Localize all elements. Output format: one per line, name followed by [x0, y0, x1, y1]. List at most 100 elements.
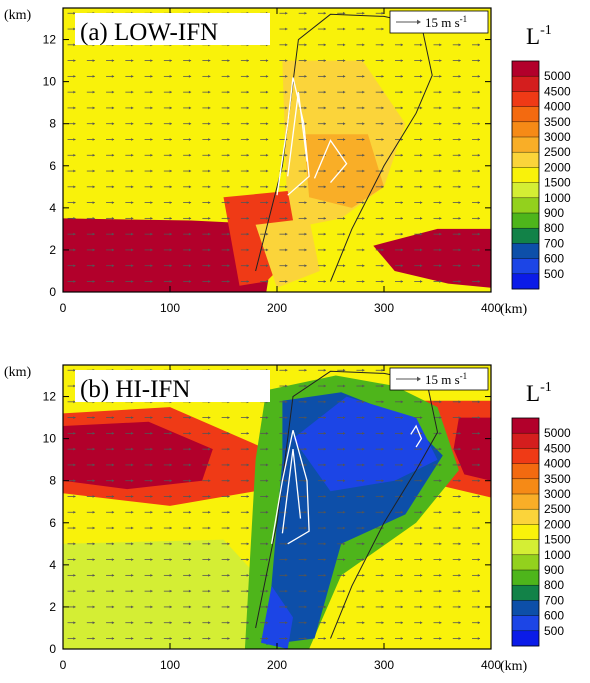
- wind-arrowhead: [227, 153, 230, 157]
- wind-arrowhead: [227, 122, 230, 126]
- wind-arrowhead: [477, 185, 481, 189]
- wind-arrowhead: [477, 138, 481, 141]
- wind-arrowhead: [188, 542, 192, 546]
- wind-arrowhead: [227, 106, 230, 110]
- wind-arrowhead: [265, 248, 269, 252]
- wind-arrowhead: [265, 138, 269, 141]
- wind-arrowhead: [111, 589, 115, 593]
- wind-arrowhead: [304, 201, 307, 204]
- wind-arrowhead: [285, 637, 288, 640]
- wind-arrowhead: [246, 153, 249, 157]
- wind-arrowhead: [73, 447, 76, 451]
- colorbar-swatch: [512, 228, 539, 244]
- wind-arrowhead: [131, 138, 134, 141]
- wind-arrowhead: [92, 463, 95, 467]
- wind-vectors: [67, 11, 481, 283]
- wind-arrowhead: [265, 153, 269, 157]
- wind-arrowhead: [246, 416, 249, 419]
- wind-arrowhead: [92, 248, 95, 252]
- wind-arrowhead: [381, 106, 384, 110]
- wind-arrowhead: [477, 510, 481, 514]
- wind-arrowhead: [477, 248, 481, 252]
- wind-arrowhead: [458, 447, 461, 451]
- wind-arrowhead: [246, 431, 249, 435]
- wind-arrowhead: [420, 138, 423, 141]
- wind-arrowhead: [131, 495, 134, 498]
- wind-arrowhead: [92, 90, 95, 94]
- wind-arrowhead: [400, 447, 403, 451]
- wind-arrowhead: [439, 248, 442, 252]
- wind-arrowhead: [208, 558, 211, 561]
- wind-arrowhead: [323, 11, 326, 15]
- wind-arrowhead: [246, 542, 249, 546]
- wind-arrowhead: [111, 90, 115, 94]
- wind-arrowhead: [323, 43, 326, 47]
- wind-arrowhead: [227, 573, 230, 577]
- wind-arrowhead: [265, 90, 269, 94]
- wind-arrowhead: [73, 510, 76, 514]
- wind-arrowhead: [246, 232, 249, 236]
- wind-arrowhead: [323, 264, 326, 268]
- wind-arrowhead: [439, 264, 442, 268]
- wind-arrowhead: [477, 153, 481, 157]
- wind-arrowhead: [304, 400, 307, 404]
- wind-arrowhead: [246, 621, 249, 625]
- wind-arrowhead: [285, 526, 288, 530]
- wind-arrowhead: [150, 589, 153, 593]
- wind-arrowhead: [92, 216, 95, 220]
- wind-arrowhead: [150, 169, 153, 173]
- wind-arrowhead: [131, 90, 134, 94]
- wind-arrowhead: [343, 27, 346, 31]
- wind-arrowhead: [111, 106, 115, 110]
- wind-arrowhead: [323, 431, 326, 435]
- wind-arrowhead: [73, 106, 76, 110]
- wind-arrowhead: [208, 621, 211, 625]
- wind-arrowhead: [265, 59, 269, 62]
- wind-arrowhead: [285, 185, 288, 189]
- wind-arrowhead: [227, 605, 230, 609]
- wind-arrowhead: [420, 106, 423, 110]
- wind-arrowhead: [323, 138, 326, 141]
- wind-arrowhead: [169, 264, 172, 268]
- wind-arrowhead: [439, 153, 442, 157]
- wind-arrowhead: [208, 589, 211, 593]
- wind-arrowhead: [400, 542, 403, 546]
- wind-arrowhead: [304, 264, 307, 268]
- colorbar-level-label: 500: [544, 267, 564, 281]
- wind-arrowhead: [150, 280, 153, 283]
- wind-arrowhead: [439, 495, 442, 498]
- wind-arrowhead: [420, 201, 423, 204]
- wind-arrowhead: [285, 153, 288, 157]
- colorbar-title-sup: -1: [540, 380, 552, 395]
- wind-arrowhead: [285, 605, 288, 609]
- colorbar-swatch: [512, 273, 539, 290]
- wind-arrowhead: [265, 169, 269, 173]
- wind-arrowhead: [420, 479, 423, 483]
- wind-arrowhead: [343, 416, 346, 419]
- wind-arrowhead: [381, 495, 384, 498]
- wind-arrowhead: [400, 400, 403, 404]
- wind-arrowhead: [323, 589, 326, 593]
- wind-arrowhead: [150, 510, 153, 514]
- wind-arrowhead: [400, 589, 403, 593]
- colorbar-frame: [511, 417, 540, 647]
- white-contour-2: [410, 424, 423, 448]
- wind-arrowhead: [285, 122, 288, 126]
- colorbar-swatch: [512, 197, 539, 214]
- wind-arrowhead: [420, 74, 423, 78]
- panel-label: (b) HI-IFN: [80, 376, 190, 403]
- wind-arrowhead: [362, 526, 365, 530]
- wind-arrowhead: [420, 510, 423, 514]
- colorbar-level-label: 5000: [544, 69, 571, 83]
- wind-arrowhead: [343, 400, 346, 404]
- wind-arrowhead: [458, 510, 461, 514]
- wind-arrowhead: [150, 463, 153, 467]
- wind-arrowhead: [169, 542, 172, 546]
- wind-arrowhead: [323, 122, 326, 126]
- wind-arrowhead: [458, 169, 461, 173]
- wind-arrowhead: [439, 90, 442, 94]
- wind-arrowhead: [92, 447, 95, 451]
- wind-arrowhead: [439, 558, 442, 561]
- wind-arrowhead: [73, 542, 76, 546]
- wind-arrowhead: [246, 138, 249, 141]
